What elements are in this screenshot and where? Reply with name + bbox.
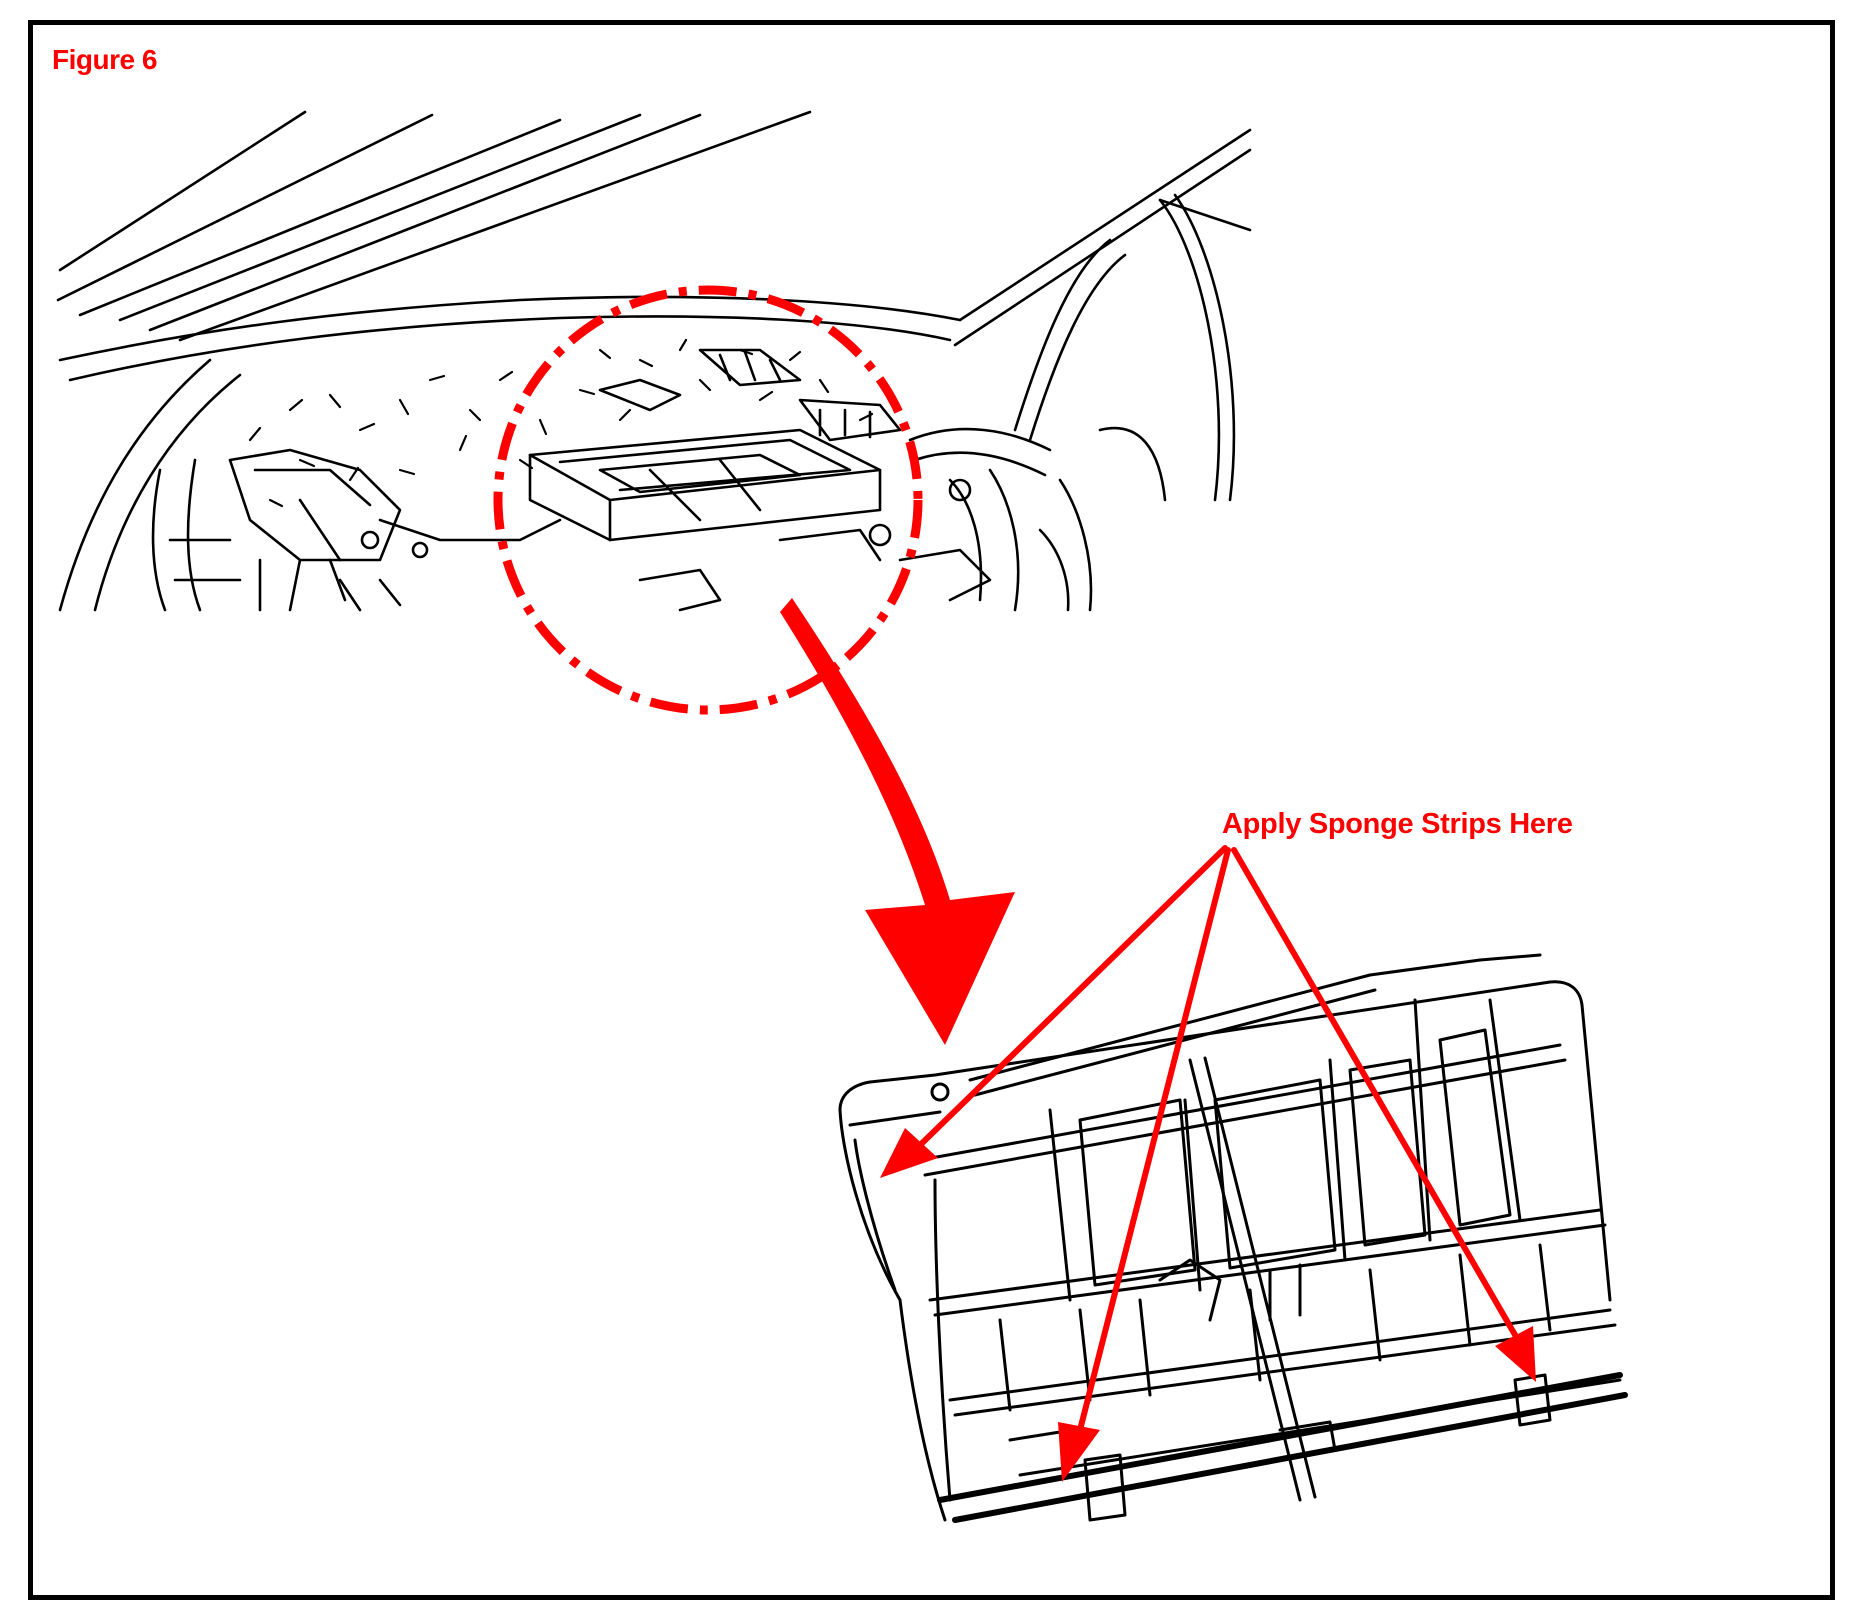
callout-arrows [880,845,1536,1482]
center-housing [528,348,902,612]
windshield-lines [56,110,812,342]
callout-label: Apply Sponge Strips Here [1222,808,1573,840]
arrow-to-bottom-right-edge [1231,847,1521,1343]
dashboard-texture [248,338,874,508]
highlight-circle [493,285,923,715]
arrow-to-bottom-center-edge [1077,847,1231,1433]
left-mechanism [151,448,562,612]
arrow-to-upper-left-corner [912,845,1228,1153]
arrowhead-bottom-right-icon [1495,1326,1536,1382]
filter-housing-cover-illustration [838,953,1628,1523]
dashboard-illustration [56,110,1252,612]
curved-arrow-icon [780,598,1015,1045]
arrowhead-upper-left-icon [880,1128,938,1178]
right-wiring [898,426,1167,612]
figure-title: Figure 6 [52,44,157,75]
arrowhead-bottom-center-icon [1058,1422,1100,1482]
